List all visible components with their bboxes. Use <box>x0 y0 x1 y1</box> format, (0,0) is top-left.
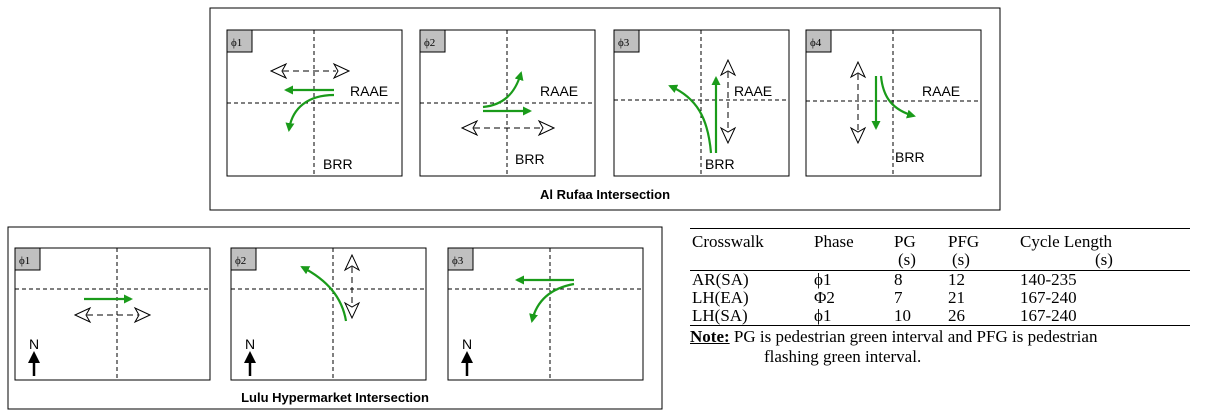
ped-crossing-icon <box>460 119 556 137</box>
cell-crosswalk: LH(EA) <box>692 288 749 307</box>
bottom-panel-phase-1: ϕ1 N <box>14 247 211 381</box>
phase-label: ϕ3 <box>452 255 464 267</box>
ped-crossing-icon <box>719 58 737 145</box>
phase-label: ϕ4 <box>810 37 822 49</box>
note-text-line-2: flashing green interval. <box>764 347 922 366</box>
table-row: AR(SA) ϕ1 8 12 140-235 <box>690 270 1190 290</box>
phase-label: ϕ2 <box>235 255 246 267</box>
street-label-south: BRR <box>705 156 735 172</box>
street-label-east: RAAE <box>734 83 772 99</box>
cell-pfg: 26 <box>948 306 965 325</box>
pedestrian-timing-table: Crosswalk Phase PG PFG Cycle Length (s) … <box>690 228 1190 326</box>
street-label-south: BRR <box>323 156 353 172</box>
cell-phase: ϕ1 <box>814 270 832 289</box>
vehicle-movement-arrows <box>515 275 575 323</box>
phase-label: ϕ3 <box>618 37 630 49</box>
street-label-east: RAAE <box>350 83 388 99</box>
header-pfg: PFG <box>948 232 980 251</box>
cell-pfg: 21 <box>948 288 965 307</box>
phase-tag <box>14 247 41 271</box>
top-group-title: Al Rufaa Intersection <box>540 187 670 202</box>
top-group-frame <box>209 7 1001 211</box>
cell-pg: 10 <box>894 306 911 325</box>
unit-cycle-length: (s) <box>1095 250 1113 269</box>
cell-phase: ϕ1 <box>814 306 832 325</box>
cell-cycle-length: 167-240 <box>1020 288 1077 307</box>
north-label: N <box>462 336 472 352</box>
phase-tag <box>419 29 446 53</box>
vehicle-movement-arrows <box>871 75 916 130</box>
header-pg: PG <box>894 232 916 251</box>
phase-label: ϕ1 <box>231 37 242 49</box>
unit-pfg: (s) <box>952 250 970 269</box>
vehicle-movement-arrows <box>300 266 348 322</box>
vehicle-movement-arrows <box>284 85 335 132</box>
note-text-line-1: PG is pedestrian green interval and PFG … <box>729 327 1098 346</box>
cell-pg: 8 <box>894 270 903 289</box>
top-panel-phase-3: ϕ3 RAAE BRR <box>613 29 790 177</box>
cell-pfg: 12 <box>948 270 965 289</box>
street-label-east: RAAE <box>540 83 578 99</box>
top-panel-phase-4: ϕ4 RAAE BRR <box>805 29 982 177</box>
table-row: LH(SA) ϕ1 10 26 167-240 <box>690 307 1190 326</box>
phase-tag <box>230 247 257 271</box>
phase-tag <box>447 247 474 271</box>
table-note: Note: PG is pedestrian green interval an… <box>690 327 1210 367</box>
cell-phase: Φ2 <box>814 288 835 307</box>
top-panel-phase-1: ϕ1 RAAE BRR <box>226 29 403 177</box>
phase-tag <box>226 29 253 53</box>
cell-crosswalk: AR(SA) <box>692 270 749 289</box>
bottom-group-frame <box>7 226 663 410</box>
ped-crossing-icon <box>343 253 361 320</box>
bottom-panel-phase-3: ϕ3 N <box>447 247 644 381</box>
ped-crossing-icon <box>849 60 867 145</box>
cell-cycle-length: 140-235 <box>1020 270 1077 289</box>
note-label: Note: <box>690 327 730 346</box>
vehicle-movement-arrows <box>482 71 532 116</box>
street-label-east: RAAE <box>922 83 960 99</box>
bottom-panel-phase-2: ϕ2 N <box>230 247 427 381</box>
cell-pg: 7 <box>894 288 903 307</box>
north-label: N <box>29 336 39 352</box>
street-label-south: BRR <box>515 151 545 167</box>
north-label: N <box>245 336 255 352</box>
unit-phase <box>812 251 892 271</box>
header-cycle-length: Cycle Length <box>1020 232 1113 251</box>
cell-crosswalk: LH(SA) <box>692 306 748 325</box>
phase-tag <box>805 29 832 53</box>
ped-crossing-icon <box>269 62 351 80</box>
top-panel-phase-2: ϕ2 RAAE BRR <box>419 29 596 177</box>
ped-crossing-icon <box>73 306 152 324</box>
table-row: LH(EA) Φ2 7 21 167-240 <box>690 289 1190 307</box>
header-phase: Phase <box>814 232 854 251</box>
header-crosswalk: Crosswalk <box>692 232 764 251</box>
phase-label: ϕ2 <box>424 37 435 49</box>
street-label-south: BRR <box>895 149 925 165</box>
cell-cycle-length: 167-240 <box>1020 306 1077 325</box>
unit-crosswalk <box>690 251 812 271</box>
phase-label: ϕ1 <box>19 255 30 267</box>
vehicle-movement-arrows <box>668 76 721 154</box>
pedestrian-timing-section: Crosswalk Phase PG PFG Cycle Length (s) … <box>690 228 1210 367</box>
bottom-group-title: Lulu Hypermarket Intersection <box>241 390 429 405</box>
phase-tag <box>613 29 640 53</box>
unit-pg: (s) <box>898 250 916 269</box>
